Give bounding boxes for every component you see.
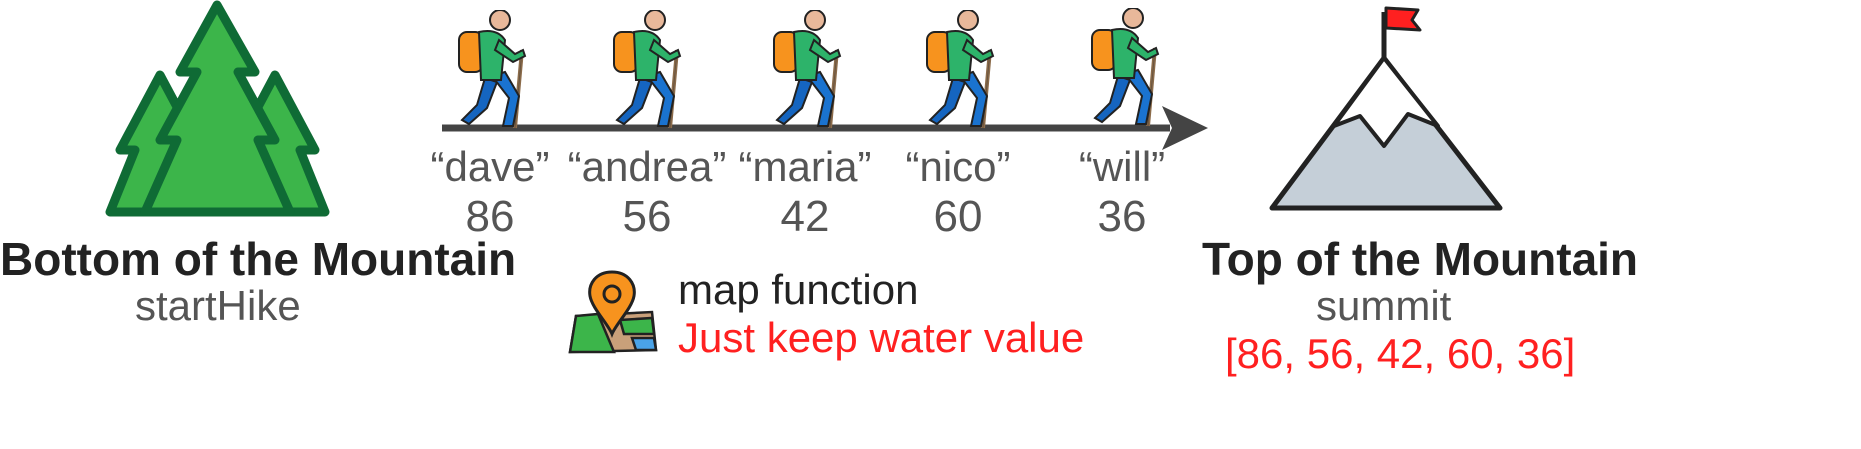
hiker-value: 86 (465, 192, 515, 241)
hiker-name: “nico” (905, 143, 1011, 190)
hiker-name: “andrea” (567, 143, 727, 190)
map-function-label: map function (678, 266, 919, 313)
hiker-icon (772, 10, 842, 130)
hiker-value: 56 (622, 192, 672, 241)
timeline-arrow (442, 106, 1208, 150)
hiker-icon (925, 10, 995, 130)
hiker-name: “maria” (738, 143, 872, 190)
start-subtitle: startHike (135, 282, 301, 329)
hiker-value: 36 (1097, 192, 1147, 241)
end-title: Top of the Mountain (1202, 233, 1639, 285)
hiker-icon (612, 10, 682, 130)
start-title: Bottom of the Mountain (0, 233, 517, 285)
hiker-value: 42 (780, 192, 830, 241)
hiker-icon (1090, 8, 1160, 128)
hiker-value: 60 (933, 192, 983, 241)
end-subtitle: summit (1316, 282, 1452, 329)
trees-icon (105, 0, 330, 217)
hiker-icon (457, 10, 527, 130)
end-result: [86, 56, 42, 60, 36] (1225, 330, 1576, 377)
map-function-description: Just keep water value (678, 314, 1085, 361)
hiker-name: “dave” (430, 143, 550, 190)
mountain-flag-icon (1269, 6, 1503, 211)
map-pin-icon (568, 270, 658, 354)
hiker-name: “will” (1078, 143, 1166, 190)
